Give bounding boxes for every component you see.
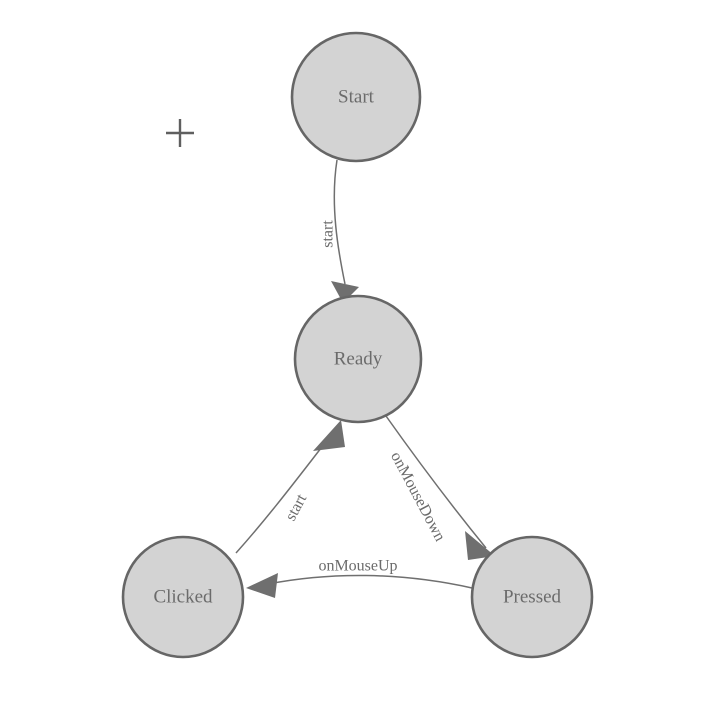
edge-label-clicked-to-ready: start	[282, 491, 310, 524]
crosshair-icon[interactable]	[166, 119, 194, 147]
node-circle-pressed[interactable]	[470, 535, 594, 659]
edge-pressed-to-clicked[interactable]: onMouseUp	[246, 558, 473, 598]
node-circle-ready[interactable]	[293, 294, 423, 424]
node-start[interactable]: Start	[290, 31, 422, 163]
node-pressed[interactable]: Pressed	[470, 535, 594, 659]
edge-path-pressed-to-clicked	[267, 574, 473, 589]
arrowhead-into-ready-bottom	[313, 420, 345, 451]
node-circle-start[interactable]	[290, 31, 422, 163]
edge-label-ready-to-pressed: onMouseDown	[387, 449, 448, 544]
arrowhead-into-clicked	[246, 573, 278, 598]
arrowhead-into-pressed	[465, 531, 495, 560]
edge-path-clicked-to-ready	[235, 442, 326, 554]
edge-start-to-ready[interactable]: start	[320, 159, 359, 303]
node-label-ready: Ready	[334, 348, 383, 369]
node-label-clicked: Clicked	[153, 586, 213, 607]
edge-label-pressed-to-clicked: onMouseUp	[318, 558, 397, 575]
edge-path-start-to-ready	[333, 159, 346, 285]
node-label-pressed: Pressed	[503, 586, 562, 607]
node-ready[interactable]: Ready	[293, 294, 423, 424]
edge-clicked-to-ready[interactable]: start	[235, 420, 345, 554]
node-label-start: Start	[338, 86, 375, 107]
arrowhead-into-ready-top	[331, 281, 359, 303]
edge-ready-to-pressed[interactable]: onMouseDown	[385, 415, 495, 560]
node-clicked[interactable]: Clicked	[121, 535, 245, 659]
edge-label-start-to-ready: start	[320, 220, 337, 248]
node-circle-clicked[interactable]	[121, 535, 245, 659]
edge-path-ready-to-pressed	[385, 415, 487, 549]
